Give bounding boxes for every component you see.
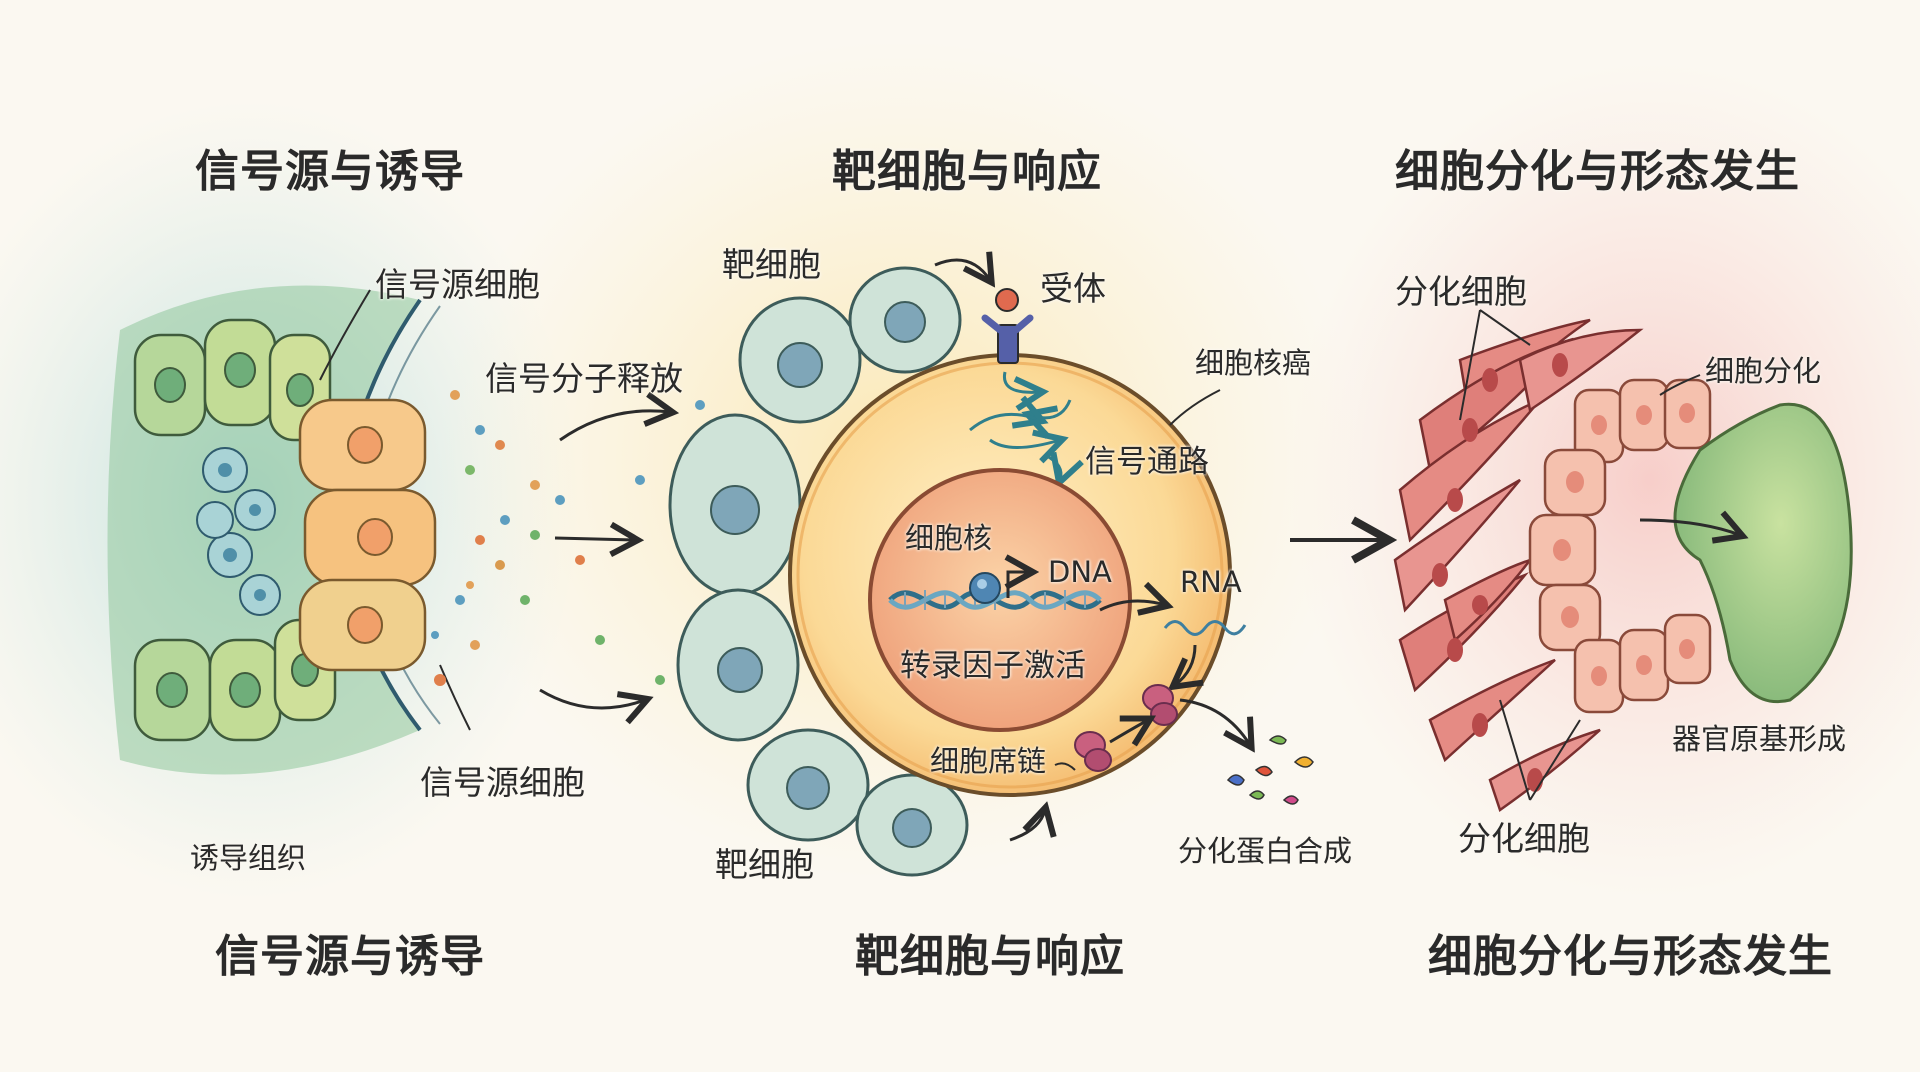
dna-helix-icon (888, 572, 1102, 610)
label-target-cell-top: 靶细胞 (722, 245, 821, 284)
label-target-cell-bottom: 靶细胞 (715, 845, 814, 884)
label-inducing-tissue: 诱导组织 (190, 841, 307, 875)
label-dna: DNA (1048, 555, 1112, 589)
middle-panel-title-top: 靶细胞与响应 (832, 146, 1102, 197)
differentiated-cells (1393, 318, 1644, 812)
label-nucleus-cancer: 细胞核癌 (1195, 346, 1312, 380)
middle-panel-title-bottom: 靶细胞与响应 (855, 931, 1125, 982)
left-panel-title-bottom: 信号源与诱导 (215, 931, 485, 982)
label-ribosome: 细胞席链 (930, 744, 1047, 778)
ribosome-icon (1074, 684, 1178, 772)
label-differentiated-cells-top: 分化细胞 (1395, 272, 1527, 311)
label-cell-differentiation: 细胞分化 (1705, 354, 1822, 388)
left-panel-title-top: 信号源与诱导 (195, 146, 465, 197)
label-receptor: 受体 (1040, 269, 1106, 308)
right-panel-title-bottom: 细胞分化与形态发生 (1428, 931, 1833, 982)
right-panel-title-top: 细胞分化与形态发生 (1395, 146, 1800, 197)
label-nucleus: 细胞核 (905, 521, 993, 555)
organ-primordium (1673, 402, 1853, 704)
label-source-cells-top: 信号源细胞 (375, 265, 540, 304)
label-source-cells-bottom: 信号源细胞 (420, 763, 585, 802)
label-signal-release: 信号分子释放 (485, 359, 683, 398)
signal-molecules (431, 390, 705, 686)
label-rna: RNA (1180, 565, 1242, 599)
label-differentiation-proteins: 分化蛋白合成 (1178, 834, 1353, 868)
differentiation-proteins (1226, 735, 1314, 805)
receptor-icon (981, 288, 1034, 364)
rna-strand-icon (1163, 620, 1247, 636)
label-tf-activation: 转录因子激活 (900, 648, 1086, 684)
label-organ-primordium: 器官原基形成 (1672, 722, 1847, 756)
inducing-tissue (107, 285, 441, 775)
label-differentiated-cells-bottom: 分化细胞 (1458, 819, 1590, 858)
label-signal-pathway: 信号通路 (1085, 444, 1209, 480)
